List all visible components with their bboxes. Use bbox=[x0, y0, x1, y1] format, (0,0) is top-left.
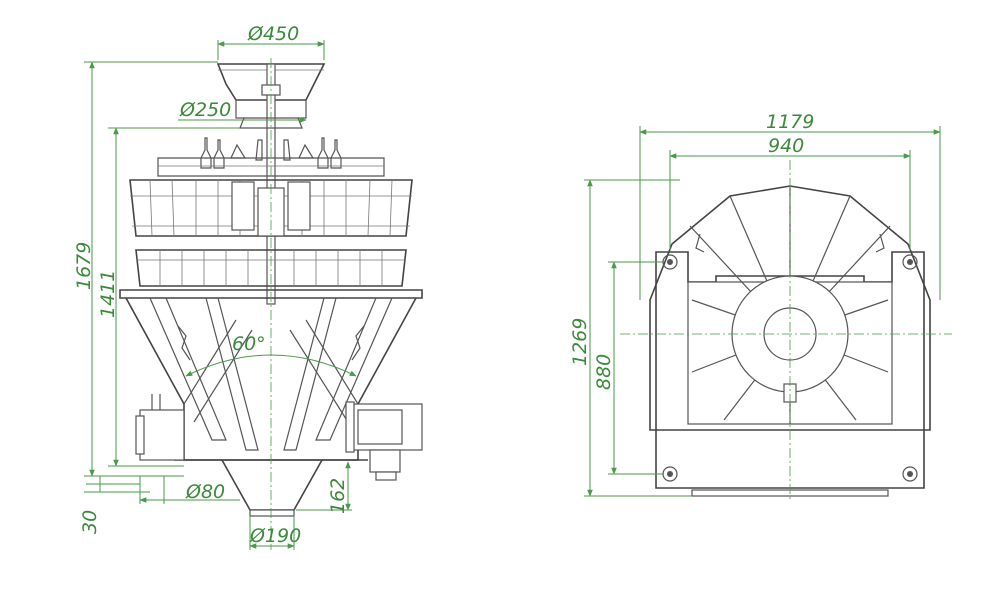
feed-buckets-upper bbox=[129, 179, 413, 237]
top-view: 1179 940 1269 880 bbox=[569, 111, 952, 500]
top-outer-octagon bbox=[649, 185, 931, 431]
front-view: Ø450 Ø250 1679 1411 60° Ø80 162 30 Ø190 bbox=[73, 23, 423, 550]
corner-bolts bbox=[662, 254, 918, 482]
discharge-funnel bbox=[221, 459, 323, 511]
dim-frame-width: 940 bbox=[768, 135, 804, 157]
dim-bottom-clearance: 30 bbox=[79, 510, 101, 534]
dim-hopper-diameter: Ø450 bbox=[247, 23, 299, 45]
dim-discharge-diameter: Ø190 bbox=[249, 525, 301, 547]
dim-frame-depth: 880 bbox=[593, 354, 615, 390]
dim-overall-depth: 1269 bbox=[569, 318, 591, 366]
dim-cone-angle: 60° bbox=[232, 333, 266, 355]
dim-total-height: 1679 bbox=[73, 242, 95, 290]
dim-top-ring-diameter: Ø250 bbox=[179, 99, 231, 121]
dim-outlet-height: 162 bbox=[327, 478, 349, 514]
dim-side-outlet-diameter: Ø80 bbox=[185, 481, 225, 503]
feed-bottles bbox=[200, 137, 342, 169]
left-junction-box bbox=[139, 409, 185, 461]
dim-body-height: 1411 bbox=[97, 270, 119, 318]
dim-overall-width: 1179 bbox=[766, 111, 814, 133]
